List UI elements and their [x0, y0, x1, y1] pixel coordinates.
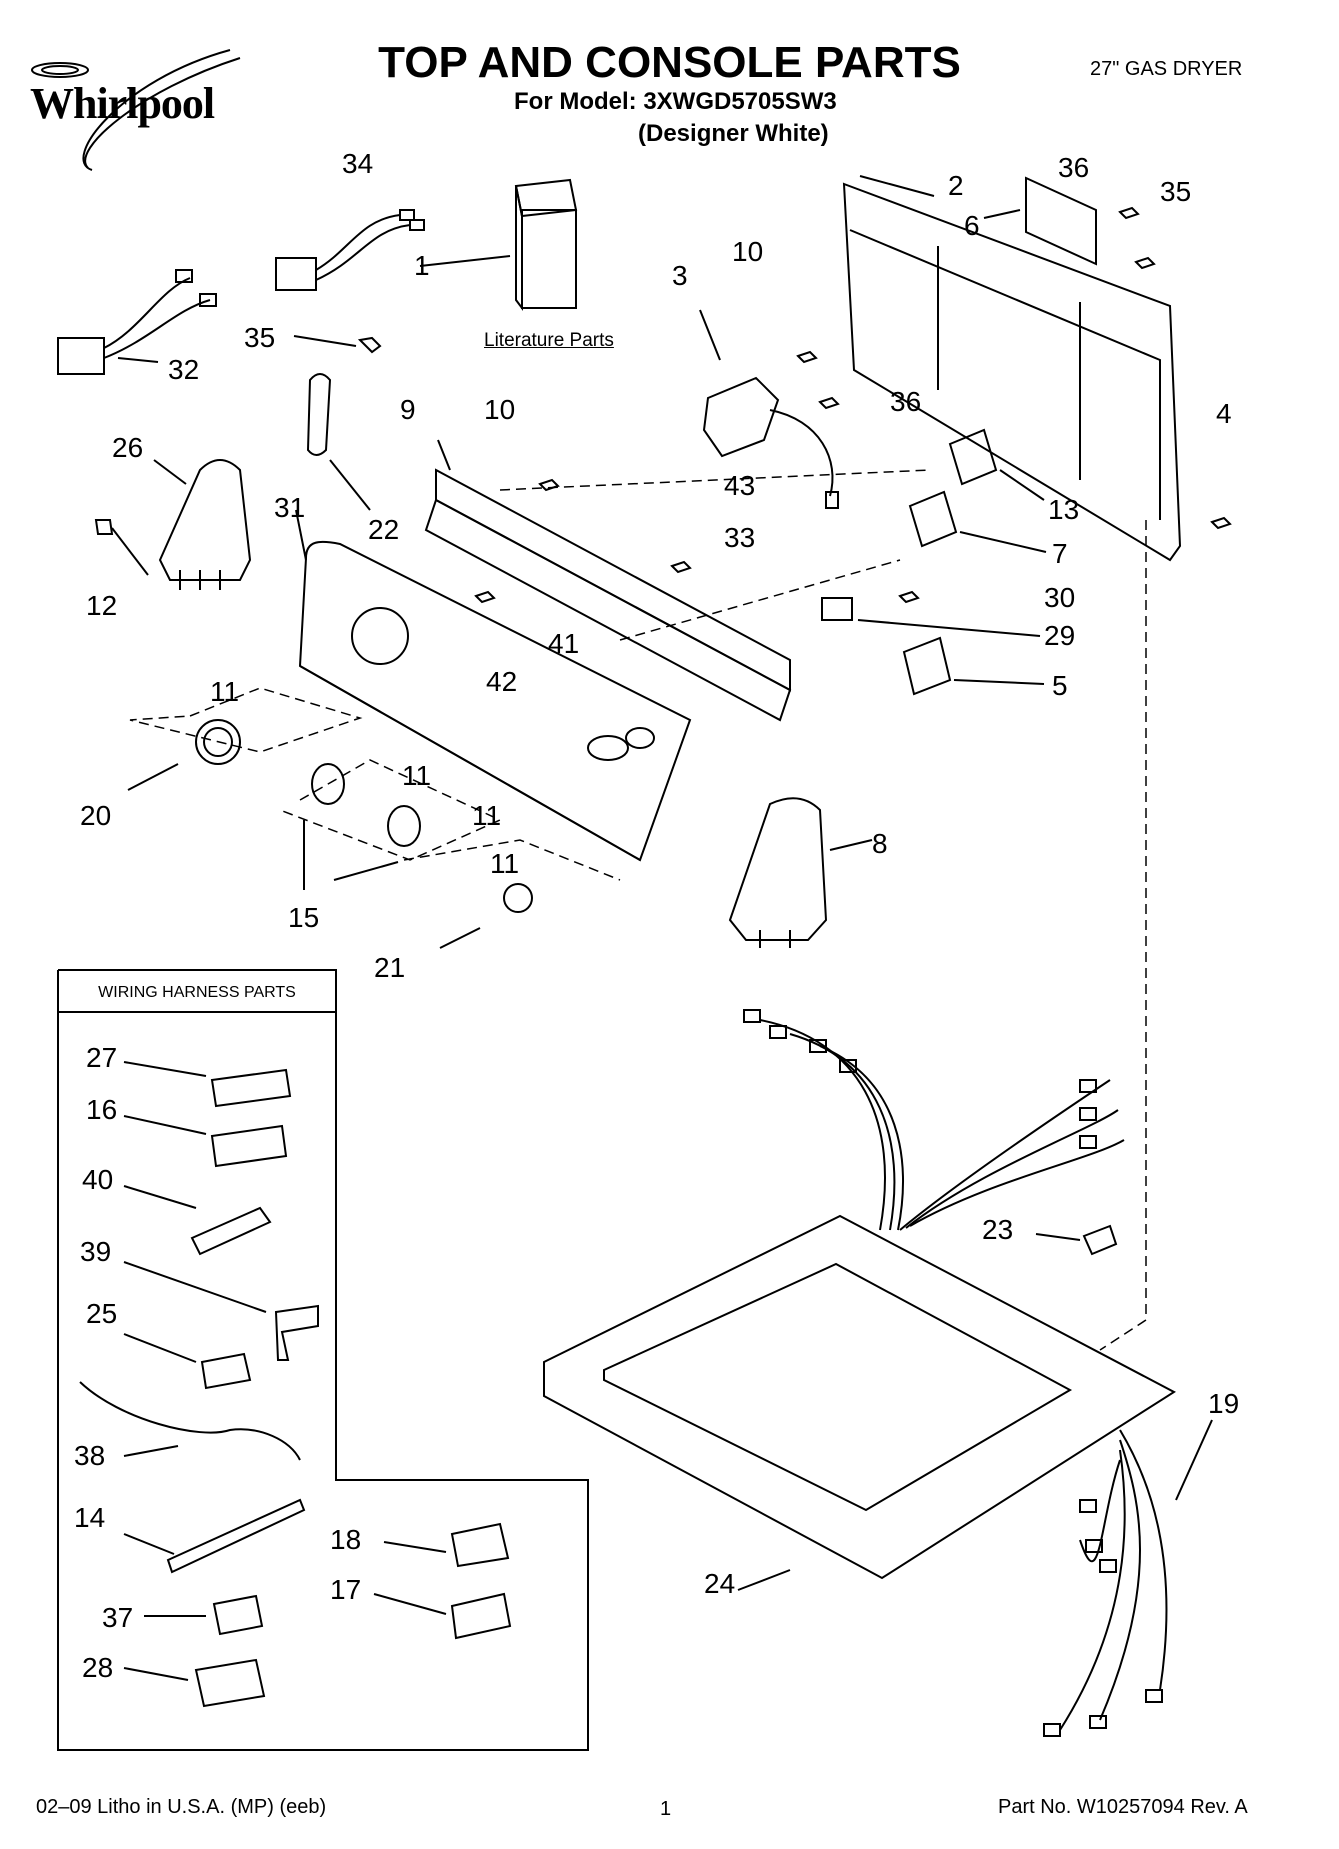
callout-37: 37 [102, 1602, 134, 1633]
part-32-harness [57, 269, 217, 375]
part-31-console-panel [295, 509, 692, 862]
callout-27: 27 [86, 1042, 118, 1073]
footer-litho: 02–09 Litho in U.S.A. (MP) (eeb) [36, 1796, 327, 1818]
callout-1: 1 [414, 250, 430, 281]
callout-11-a: 11 [210, 676, 240, 707]
callout-42: 42 [486, 666, 518, 697]
knob-21 [439, 883, 533, 949]
main-harness-upper [743, 1009, 1125, 1231]
callout-25: 25 [86, 1298, 118, 1329]
literature-label: Literature Parts [484, 330, 614, 351]
part-7-thermostat [908, 490, 1047, 553]
callout-18: 18 [330, 1524, 362, 1555]
part-26-end-cap [94, 459, 252, 590]
callout-9: 9 [400, 394, 416, 425]
color-line: (Designer White) [638, 120, 829, 147]
callout-32: 32 [168, 354, 200, 385]
page-title: TOP AND CONSOLE PARTS [378, 38, 961, 87]
callout-36-a: 36 [1058, 152, 1090, 183]
callout-13: 13 [1048, 494, 1080, 525]
part-8-end-cap [728, 797, 873, 948]
wiring-harness-box [57, 969, 589, 1751]
callout-33: 33 [724, 522, 756, 553]
callout-26: 26 [112, 432, 144, 463]
callout-4: 4 [1216, 398, 1232, 429]
callout-11-d: 11 [490, 848, 520, 879]
knob-15b [333, 805, 421, 881]
callout-5: 5 [1052, 670, 1068, 701]
part-29-sensor [821, 597, 1041, 637]
callout-31: 31 [274, 492, 306, 523]
callout-8: 8 [872, 828, 888, 859]
part-34-harness [275, 209, 425, 291]
part-5-thermostat [902, 636, 1045, 696]
callout-29: 29 [1044, 620, 1076, 651]
part-6-plate [983, 176, 1097, 266]
callout-10-a: 10 [484, 394, 516, 425]
callout-17: 17 [330, 1574, 362, 1605]
callout-38: 38 [74, 1440, 106, 1471]
part-23-clip [1035, 1224, 1118, 1256]
callout-43: 43 [724, 470, 756, 501]
callout-2: 2 [948, 170, 964, 201]
callout-39: 39 [80, 1236, 112, 1267]
callout-40: 40 [82, 1164, 114, 1195]
page-number: 1 [660, 1798, 672, 1820]
brand-logo-text: Whirlpool [30, 79, 215, 128]
callout-3: 3 [672, 260, 688, 291]
callout-11-b: 11 [402, 760, 432, 791]
callout-20: 20 [80, 800, 112, 831]
part-3-switch [699, 309, 839, 509]
callout-28: 28 [82, 1652, 114, 1683]
wiring-harness-title: WIRING HARNESS PARTS [98, 984, 296, 1001]
part-number: Part No. W10257094 Rev. A [998, 1796, 1248, 1818]
part-13-thermostat [948, 428, 1045, 501]
part-19-harness [1043, 1419, 1213, 1737]
callout-41: 41 [548, 628, 580, 659]
part-2-back-panel [842, 175, 1182, 562]
harness-box-parts [79, 1061, 512, 1708]
callout-21: 21 [374, 952, 406, 983]
callout-10-b: 10 [732, 236, 764, 267]
callout-14: 14 [74, 1502, 106, 1533]
callout-23: 23 [982, 1214, 1014, 1245]
screws [474, 206, 1232, 604]
part-9-console-channel [424, 439, 792, 722]
callout-35-b: 35 [1160, 176, 1192, 207]
callout-34: 34 [342, 148, 374, 179]
model-line: For Model: 3XWGD5705SW3 [514, 88, 837, 115]
callout-35-a: 35 [244, 322, 276, 353]
part-22-clip [293, 335, 382, 511]
callout-24: 24 [704, 1568, 736, 1599]
callout-15: 15 [288, 902, 320, 933]
callout-19: 19 [1208, 1388, 1240, 1419]
callout-11-c: 11 [472, 800, 502, 831]
knob-15a [311, 763, 345, 805]
callout-7: 7 [1052, 538, 1068, 569]
part-24-top-cover [543, 1214, 1176, 1591]
knob-20 [127, 719, 241, 791]
callout-36-b: 36 [890, 386, 922, 417]
callout-16: 16 [86, 1094, 118, 1125]
callout-6: 6 [964, 210, 980, 241]
callout-30: 30 [1044, 582, 1076, 613]
callout-12: 12 [86, 590, 118, 621]
callout-22: 22 [368, 514, 400, 545]
product-type: 27" GAS DRYER [1090, 58, 1243, 80]
part-1-literature [419, 178, 578, 311]
whirlpool-logo-swirl [31, 49, 241, 171]
